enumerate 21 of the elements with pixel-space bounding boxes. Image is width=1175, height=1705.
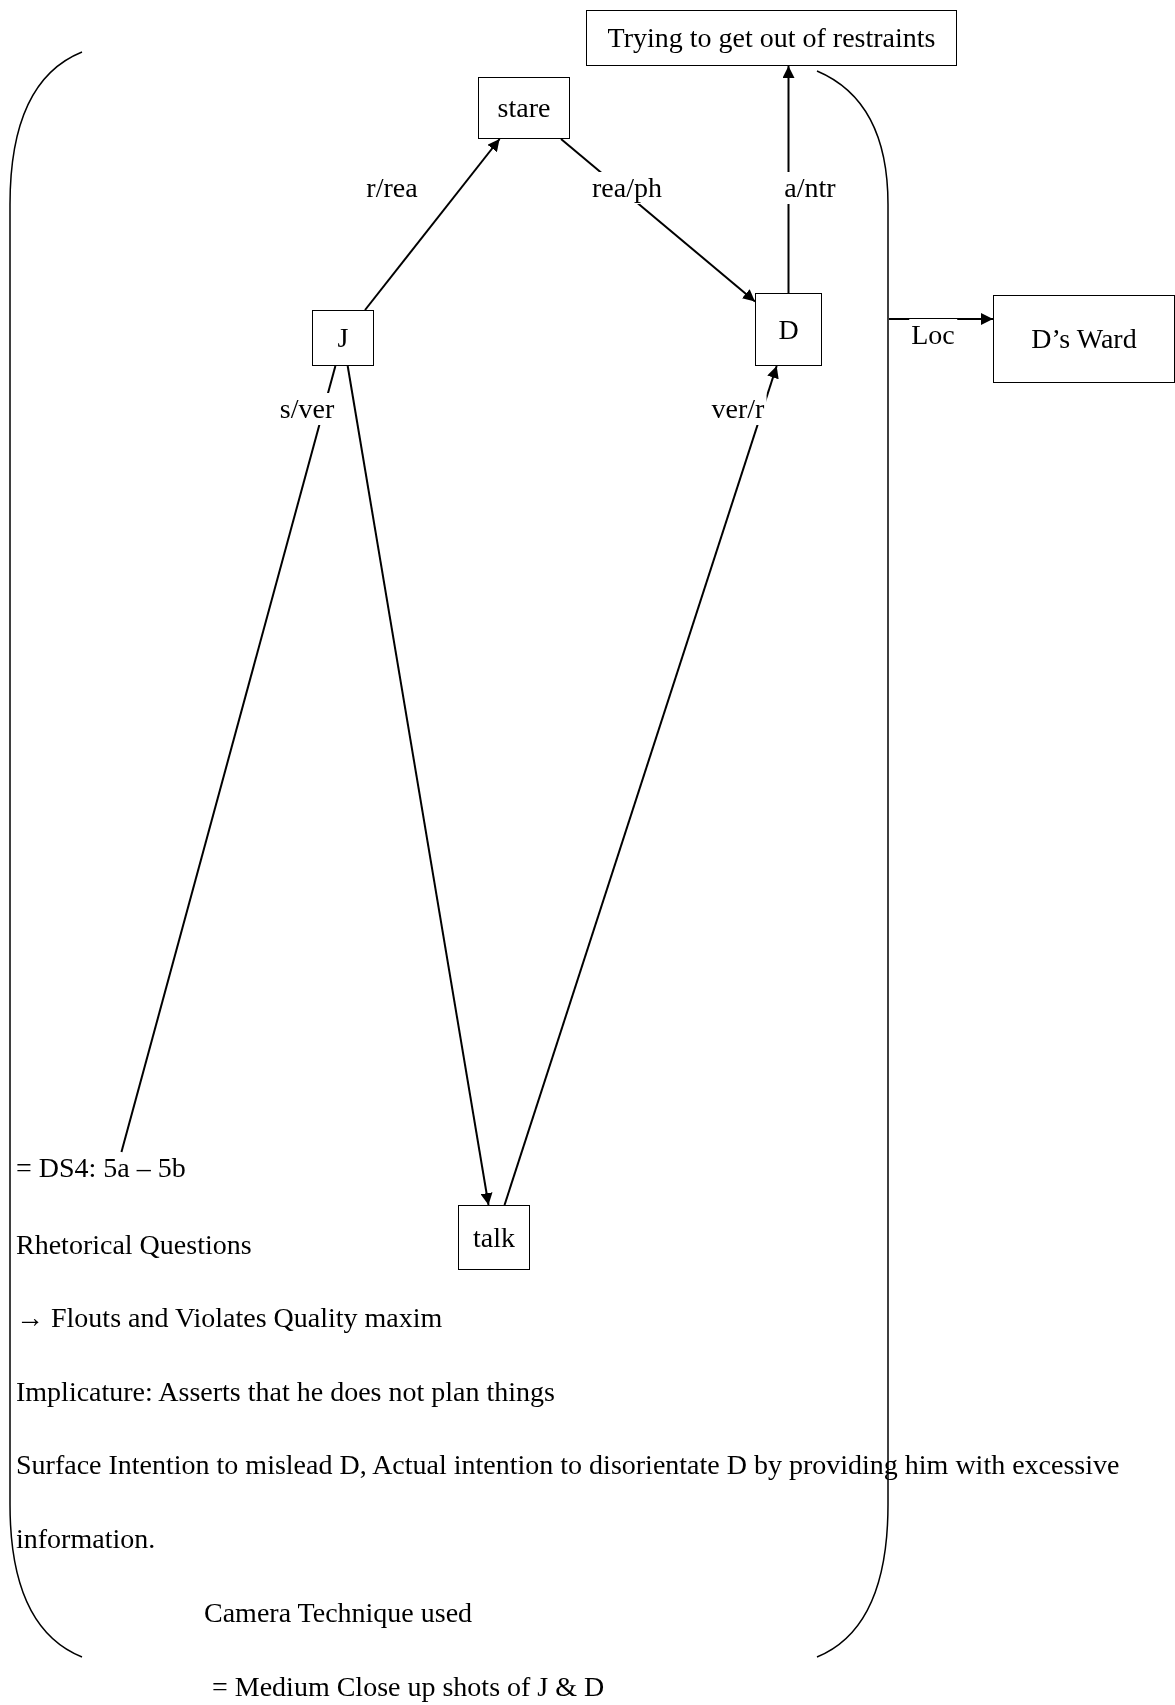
arrow [364,138,501,311]
note-text: Rhetorical Questions [16,1228,252,1262]
arrow [346,365,493,1206]
note-text: = Medium Close up shots of J & D [212,1670,605,1704]
label-box: talk [458,1205,530,1270]
label-box: D’s Ward [993,295,1175,383]
label-box: stare [478,77,570,139]
note-text: Implicature: Asserts that he does not plan things [16,1375,555,1409]
note-text: Camera Technique used [204,1596,473,1630]
edge-label: rea/ph [590,172,664,204]
label-box: J [312,310,374,366]
arrow [503,365,779,1206]
edge-label: a/ntr [782,172,838,204]
label-box: D [755,293,822,366]
edge-label: s/ver [277,393,337,425]
label-box: Trying to get out of restraints [586,10,957,66]
edge-label: ver/r [709,393,767,425]
annotation-text: = DS4: 5a – 5b [16,1152,216,1192]
connector-line [120,365,337,1153]
arrow [888,313,994,325]
note-text: → Flouts and Violates Quality maxim [16,1301,443,1335]
